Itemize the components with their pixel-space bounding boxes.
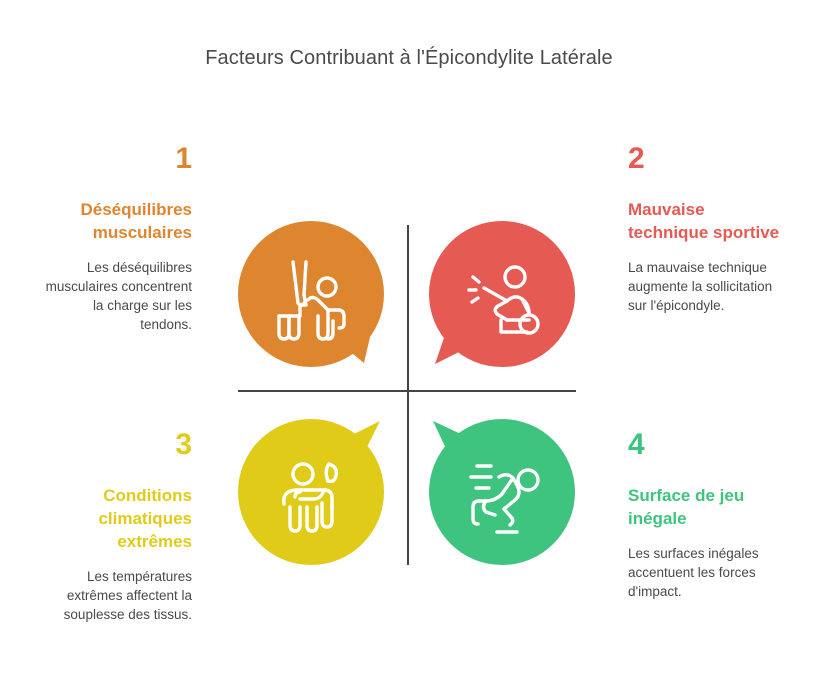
bubble-quadrant-1[interactable] [238, 221, 384, 367]
person-bad-technique-icon [467, 265, 540, 335]
quadrant-3-body: Les températures extrêmes affectent la s… [63, 569, 192, 622]
quadrant-4-number: 4 [628, 428, 645, 461]
person-slipping-icon [469, 464, 540, 534]
quadrant-3-text: 3 Conditions climatiques extrêmes Les te… [40, 428, 192, 624]
bubble-quadrant-3[interactable] [238, 419, 384, 565]
page-title: Facteurs Contribuant à l'Épicondylite La… [205, 47, 613, 69]
quadrant-3-number: 3 [175, 428, 192, 461]
quadrant-4-heading: Surface de jeu inégale [628, 486, 745, 528]
divider-horizontal [238, 390, 576, 392]
quadrant-1-text: 1 Déséquilibres musculaires Les déséquil… [40, 142, 192, 334]
quadrant-4-body: Les surfaces inégales accentuent les for… [628, 546, 759, 599]
quadrant-2-body: La mauvaise technique augmente la sollic… [628, 260, 773, 313]
person-weight-machine-icon [277, 260, 346, 341]
quadrant-2-heading: Mauvaise technique sportive [628, 200, 780, 242]
quadrant-2-text: 2 Mauvaise technique sportive La mauvais… [628, 142, 780, 315]
bubble-quadrant-4[interactable] [429, 419, 575, 565]
quadrant-3-heading: Conditions climatiques extrêmes [98, 486, 192, 551]
quadrant-1-body: Les déséquilibres musculaires concentren… [45, 260, 192, 332]
quadrant-2-number: 2 [628, 142, 645, 175]
divider-vertical [407, 225, 409, 565]
quadrant-1-heading: Déséquilibres musculaires [80, 200, 193, 242]
quadrant-4-text: 4 Surface de jeu inégale Les surfaces in… [628, 428, 780, 601]
bubble-quadrant-2[interactable] [429, 221, 575, 367]
quadrant-1-number: 1 [175, 142, 192, 175]
person-weather-icon [282, 462, 339, 533]
